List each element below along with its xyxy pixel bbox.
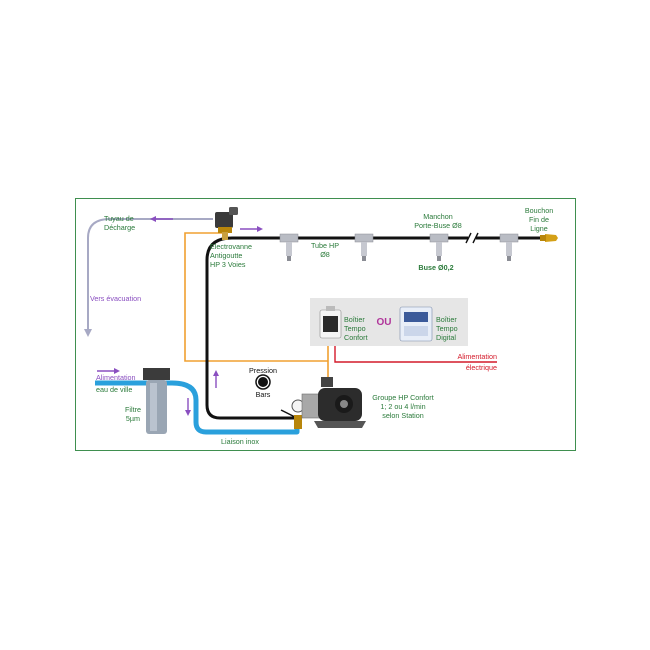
control-box-icon	[399, 306, 433, 342]
label-boitier-digital-line3: Digital	[436, 333, 456, 342]
control-box-icon	[319, 306, 342, 339]
label-boitier-digital-line1: Boîtier	[436, 315, 457, 324]
label-alimentation-eau-line2: eau de ville	[96, 385, 132, 394]
label-filtre-line1: Filtre	[125, 405, 141, 414]
label-groupe-line2: 1; 2 ou 4 l/min	[380, 402, 425, 411]
label-tube-hp-line1: Tube HP	[311, 241, 339, 250]
electrovanne-valve-icon	[215, 207, 238, 240]
label-boitier-confort-line2: Tempo	[344, 324, 366, 333]
label-bouchon-line3: Ligne	[530, 224, 548, 233]
label-boitier-confort-line1: Boîtier	[344, 315, 365, 324]
flow-arrow-filter-down	[185, 398, 191, 416]
discharge-line	[87, 218, 213, 330]
nozzle-icon	[354, 233, 374, 261]
water-filter-icon	[143, 368, 170, 434]
label-boitier-digital-line2: Tempo	[436, 324, 458, 333]
label-electrovanne-line2: Antigoutte	[210, 251, 242, 260]
end-plug-icon	[540, 234, 558, 242]
label-groupe-line1: Groupe HP Confort	[372, 393, 433, 402]
flow-arrow-hp-up	[213, 370, 219, 388]
pump-icon	[280, 377, 366, 429]
label-tube-hp-line2: Ø8	[320, 250, 330, 259]
label-ou: OU	[377, 317, 392, 328]
flow-arrow-discharge	[150, 216, 173, 222]
label-boitier-confort-line3: Confort	[344, 333, 368, 342]
label-alimentation-eau-line1: Alimentation	[96, 373, 136, 382]
label-buse: Buse Ø0,2	[418, 263, 453, 272]
discharge-arrowhead-down	[84, 329, 92, 337]
label-filtre-line2: 5µm	[126, 414, 140, 423]
label-tuyau-decharge-line2: Décharge	[104, 223, 135, 232]
label-bars: Bars	[256, 390, 271, 399]
label-tuyau-decharge-line1: Tuyau de	[104, 214, 134, 223]
nozzle-icon	[499, 233, 519, 261]
pressure-gauge-icon	[255, 374, 271, 390]
label-electrovanne-line3: HP 3 Voies	[210, 260, 246, 269]
label-manchon-line2: Porte-Buse Ø8	[414, 221, 462, 230]
nozzle-icon	[429, 233, 449, 261]
label-manchon-line1: Manchon	[423, 212, 453, 221]
label-bouchon-line1: Bouchon	[525, 206, 553, 215]
label-electrovanne-line1: Electrovanne	[210, 242, 252, 251]
hp-tube-line	[205, 236, 298, 420]
label-groupe-line3: selon Station	[382, 411, 424, 420]
label-pression: Pression	[249, 366, 277, 375]
line-break-mark	[465, 232, 479, 244]
water-supply-pipe	[95, 380, 300, 435]
label-vers-evacuation: Vers évacuation	[90, 294, 141, 303]
label-liaison-inox: Liaison inox	[221, 437, 259, 446]
flow-arrow-water-in	[97, 368, 120, 374]
label-alimentation-electrique-line2: électrique	[466, 363, 497, 372]
label-bouchon-line2: Fin de	[529, 215, 549, 224]
nozzle-icon	[279, 233, 299, 261]
label-alimentation-electrique-line1: Alimentation	[457, 352, 497, 361]
power-line	[334, 346, 497, 363]
flow-arrow-electrovanne	[240, 226, 263, 232]
